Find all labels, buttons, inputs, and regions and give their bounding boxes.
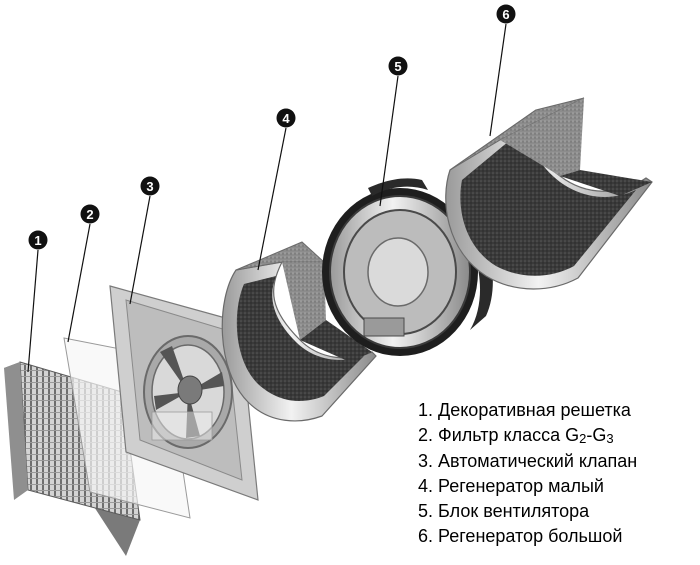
marker-6-label: 6 <box>502 7 509 22</box>
legend-item-filter: 2. Фильтр класса G2-G3 <box>418 423 637 449</box>
legend-text: Автоматический клапан <box>438 451 638 471</box>
legend-number: 6. <box>418 526 434 546</box>
legend-number: 5. <box>418 501 434 521</box>
leader-line-6 <box>489 23 507 137</box>
legend-number: 1. <box>418 400 434 420</box>
legend-text: Фильтр класса G <box>438 425 580 445</box>
leader-lines <box>27 23 507 373</box>
marker-1-label: 1 <box>34 233 41 248</box>
marker-3: 3 <box>140 176 160 196</box>
legend-text: Блок вентилятора <box>438 501 590 521</box>
marker-5-label: 5 <box>394 59 401 74</box>
leader-line-3 <box>129 195 151 305</box>
leader-line-5 <box>379 75 399 207</box>
legend-item-large-regenerator: 6. Регенератор большой <box>418 524 637 549</box>
legend-subscript: 3 <box>606 431 614 446</box>
marker-1: 1 <box>28 230 48 250</box>
legend-item-small-regenerator: 4. Регенератор малый <box>418 474 637 499</box>
legend-text: Регенератор большой <box>438 526 623 546</box>
marker-2-label: 2 <box>86 207 93 222</box>
legend-text: Декоративная решетка <box>438 400 631 420</box>
marker-6: 6 <box>496 4 516 24</box>
leader-line-2 <box>67 223 91 343</box>
legend-text: Регенератор малый <box>438 476 604 496</box>
automatic-valve <box>109 285 259 501</box>
parts-legend: 1. Декоративная решетка 2. Фильтр класса… <box>418 398 637 549</box>
leader-line-4 <box>257 127 287 271</box>
legend-subscript: 2 <box>579 431 587 446</box>
marker-2: 2 <box>80 204 100 224</box>
legend-item-decorative-grille: 1. Декоративная решетка <box>418 398 637 423</box>
legend-item-fan-unit: 5. Блок вентилятора <box>418 499 637 524</box>
legend-item-automatic-valve: 3. Автоматический клапан <box>418 449 637 474</box>
marker-4-label: 4 <box>282 111 290 126</box>
legend-number: 2. <box>418 425 434 445</box>
marker-4: 4 <box>276 108 296 128</box>
legend-text-mid: -G <box>586 425 607 445</box>
leader-line-1 <box>27 249 39 373</box>
legend-number: 4. <box>418 476 434 496</box>
fan-unit <box>322 178 493 356</box>
large-regenerator <box>445 97 653 290</box>
small-regenerator <box>221 241 377 422</box>
marker-5: 5 <box>388 56 408 76</box>
legend-number: 3. <box>418 451 434 471</box>
marker-3-label: 3 <box>146 179 153 194</box>
